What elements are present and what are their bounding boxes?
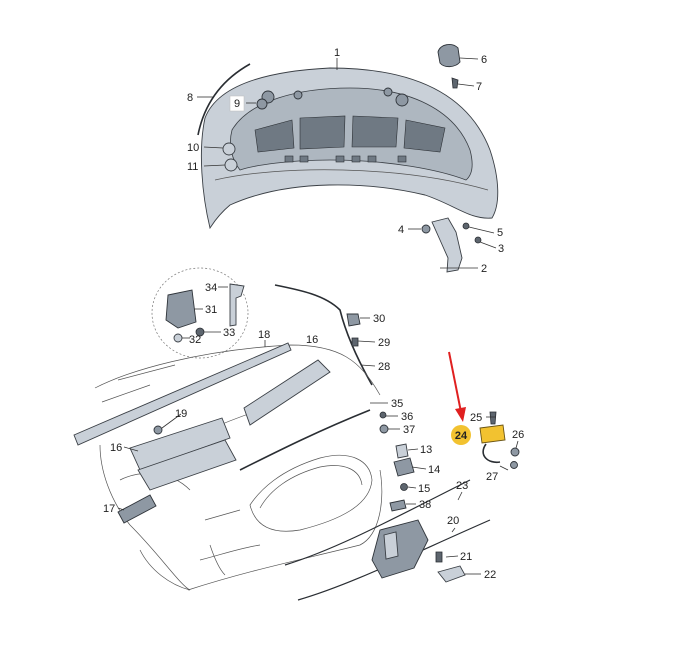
bracket-31 <box>165 289 197 329</box>
clip-38 <box>389 499 407 512</box>
buffer-13 <box>395 443 409 459</box>
hood-lock-plate <box>383 531 399 560</box>
callout-14: 14 <box>428 464 440 476</box>
handle-22 <box>437 565 466 583</box>
callout-35: 35 <box>391 398 403 410</box>
clip-19 <box>153 425 163 435</box>
plenum-panel <box>137 439 237 491</box>
callout-8: 8 <box>187 92 193 104</box>
callout-34: 34 <box>205 282 217 294</box>
highlighted-part-24 <box>479 424 506 444</box>
cover-16-right <box>243 359 331 426</box>
clip-34 <box>229 283 245 327</box>
hood-seal-strip <box>197 63 251 136</box>
callout-labels: 1 2 3 4 5 6 7 8 9 10 11 12 13 14 15 16 1… <box>103 47 524 581</box>
callout-16-left: 16 <box>110 442 122 454</box>
callout-37: 37 <box>403 424 415 436</box>
callout-36: 36 <box>401 411 413 423</box>
callout-17: 17 <box>103 503 115 515</box>
callout-32: 32 <box>189 334 201 346</box>
leader-lines <box>117 57 519 575</box>
bracket-14 <box>393 457 415 477</box>
callout-15: 15 <box>418 483 430 495</box>
callout-30: 30 <box>373 313 385 325</box>
clip-37 <box>379 424 389 434</box>
callout-5: 5 <box>497 227 503 239</box>
cover-16-left <box>129 417 231 471</box>
callout-7: 7 <box>476 81 482 93</box>
callout-26: 26 <box>512 429 524 441</box>
buffer-9 <box>256 98 268 110</box>
hood-hinge <box>431 217 463 273</box>
callout-33: 33 <box>223 327 235 339</box>
callout-9: 9 <box>234 98 240 110</box>
red-pointer-arrow <box>448 351 466 422</box>
callout-3: 3 <box>498 243 504 255</box>
screw-7 <box>451 77 459 89</box>
adjustable-buffer-6 <box>437 44 461 68</box>
callout-16-right: 16 <box>306 334 318 346</box>
callout-23: 23 <box>456 480 468 492</box>
screw-21 <box>435 551 443 563</box>
callout-2: 2 <box>481 263 487 275</box>
clip-32 <box>173 333 183 343</box>
callout-29: 29 <box>378 337 390 349</box>
buffer-26b <box>510 461 518 469</box>
callout-18: 18 <box>258 329 270 341</box>
hood-lock <box>371 519 429 579</box>
screw-15 <box>400 483 408 491</box>
buffer-26 <box>510 447 520 457</box>
release-cable-23 <box>284 479 471 566</box>
rubber-buffer-11 <box>224 158 238 172</box>
callout-11: 11 <box>187 161 198 173</box>
screw-25 <box>489 411 497 425</box>
rubber-buffer-10 <box>222 142 236 156</box>
vehicle-front-ghost <box>94 344 383 591</box>
callout-19: 19 <box>175 408 187 420</box>
callout-10: 10 <box>187 142 199 154</box>
cable-35 <box>239 409 371 471</box>
callout-4: 4 <box>398 224 404 236</box>
callout-27: 27 <box>486 471 498 483</box>
callout-9-box: 9 <box>229 95 245 112</box>
detail-inset <box>151 267 249 359</box>
clip-36 <box>379 411 387 419</box>
callout-13: 13 <box>420 444 432 456</box>
callout-20: 20 <box>447 515 459 527</box>
bowden-cable-28 <box>274 284 373 386</box>
callout-1: 1 <box>334 47 340 59</box>
callout-6: 6 <box>481 54 487 66</box>
callout-21: 21 <box>460 551 472 563</box>
callout-24: 24 <box>455 430 468 442</box>
nut-4 <box>421 224 431 234</box>
callout-28: 28 <box>378 361 390 373</box>
callout-22: 22 <box>484 569 496 581</box>
bracket-17 <box>117 494 157 524</box>
seal-strip-18 <box>73 342 292 446</box>
hood-frame-cutouts <box>254 115 446 163</box>
hood-panel <box>200 67 499 230</box>
holder-30 <box>346 313 361 327</box>
bolt-3 <box>474 236 482 244</box>
callout-25: 25 <box>470 412 482 424</box>
callout-24-badge: 24 <box>451 425 471 445</box>
callout-38: 38 <box>419 499 431 511</box>
clip-29 <box>351 337 359 347</box>
bolt-5 <box>462 222 470 230</box>
wire-27 <box>482 443 501 464</box>
callout-31: 31 <box>205 304 217 316</box>
